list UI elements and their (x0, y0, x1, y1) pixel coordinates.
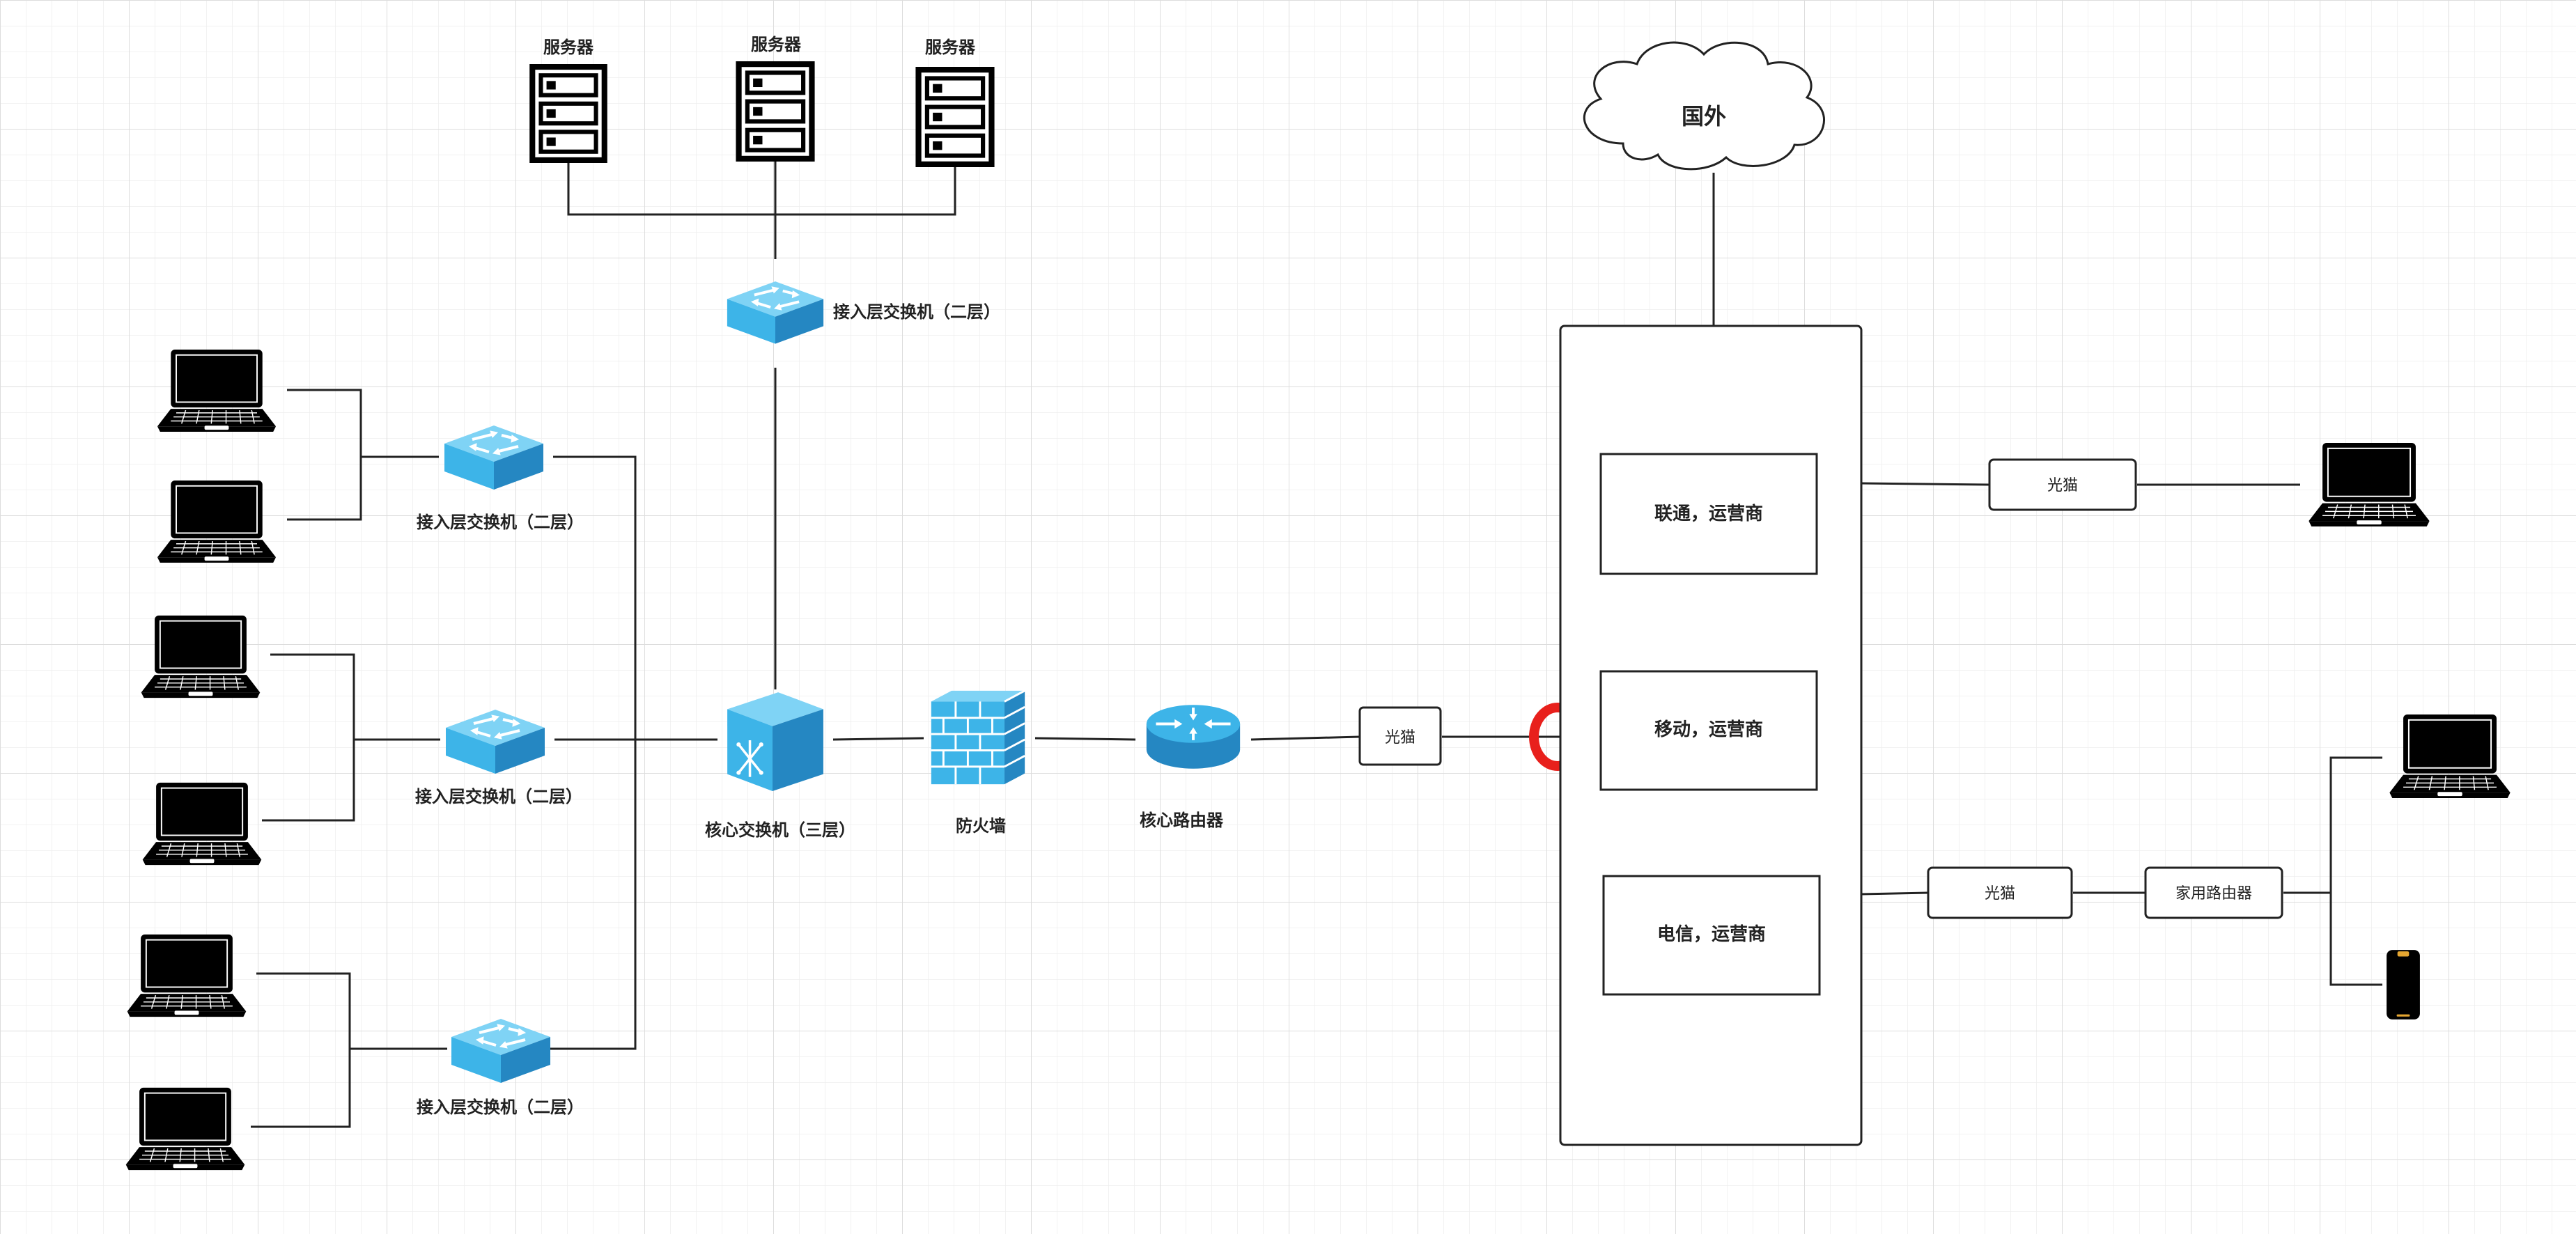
isp-modem-bottom-link (1861, 891, 1929, 896)
isp-unicom-label: 联通，运营商 (1654, 503, 1763, 524)
home-router[interactable]: 家用路由器 (2144, 866, 2283, 919)
cloud-icon (1583, 41, 1825, 171)
home-router-box (2144, 866, 2283, 919)
firewall-icon (930, 689, 1026, 786)
switch-left-3-label: 接入层交换机（二层） (417, 1098, 584, 1117)
modem-right-bottom[interactable]: 光猫 (1927, 866, 2073, 919)
modem-main-label: 光猫 (1385, 729, 1415, 747)
isp-telecom[interactable]: 电信，运营商 (1602, 875, 1821, 996)
modem-main[interactable]: 光猫 (1358, 706, 1442, 766)
isp-mobile-label: 移动，运营商 (1654, 719, 1763, 740)
switch-left-2[interactable]: 接入层交换机（二层） (415, 710, 582, 806)
laptop-icon[interactable] (125, 1086, 246, 1171)
access-bus-link (550, 455, 637, 1050)
router-modem-link (1250, 735, 1360, 741)
laptop-group-2-link (262, 653, 355, 822)
isp-mobile[interactable]: 移动，运营商 (1599, 670, 1818, 791)
laptop-icon[interactable] (156, 480, 277, 563)
laptop-icon[interactable] (2308, 442, 2430, 528)
server-2[interactable]: 服务器 (739, 35, 812, 159)
laptop-icon[interactable] (140, 614, 261, 699)
laptop-group-1-link (287, 389, 362, 521)
switch-left-1-label: 接入层交换机（二层） (417, 513, 584, 532)
connector-lines (251, 162, 2382, 1128)
switch-left-1[interactable]: 接入层交换机（二层） (417, 425, 584, 532)
modem-right-top-box (1988, 458, 2137, 511)
server-3[interactable]: 服务器 (919, 38, 992, 164)
modem-right-top-label: 光猫 (2047, 477, 2078, 494)
laptop-icon[interactable] (141, 781, 263, 866)
isp-telecom-box (1602, 875, 1821, 996)
core-router[interactable]: 核心路由器 (1140, 703, 1242, 830)
modem-right-bottom-box (1927, 866, 2073, 919)
isp-mobile-box (1599, 670, 1818, 791)
switch-left-2-label: 接入层交换机（二层） (415, 787, 582, 806)
server-rack-icon (532, 67, 604, 160)
laptop-icon[interactable] (2389, 713, 2511, 799)
server-1[interactable]: 服务器 (532, 38, 604, 160)
server-1-label: 服务器 (543, 38, 594, 57)
isp-unicom-box (1599, 453, 1818, 575)
firewall-label: 防火墙 (956, 816, 1006, 836)
core-switch-icon (726, 691, 825, 792)
firewall[interactable]: 防火墙 (930, 689, 1026, 836)
core-router-label: 核心路由器 (1140, 811, 1224, 830)
router-icon (1145, 703, 1242, 770)
isp-modem-top-link (1861, 482, 1990, 486)
laptop-icon[interactable] (126, 933, 247, 1018)
laptop-icon[interactable] (156, 349, 277, 432)
switch-top[interactable]: 接入层交换机（二层） (725, 280, 1000, 345)
isp-telecom-label: 电信，运营商 (1657, 923, 1766, 945)
core-switch-label: 核心交换机（三层） (705, 820, 855, 840)
isp-unicom[interactable]: 联通，运营商 (1599, 453, 1818, 575)
switch-left-3[interactable]: 接入层交换机（二层） (417, 1019, 584, 1117)
modem-right-bottom-label: 光猫 (1985, 885, 2015, 903)
smartphone-icon[interactable] (2387, 950, 2420, 1020)
core-switch[interactable]: 核心交换机（三层） (705, 691, 855, 840)
firewall-router-link (1034, 737, 1136, 741)
modem-right-top[interactable]: 光猫 (1988, 458, 2137, 511)
server-rack-icon (739, 64, 812, 159)
server-bus-link (567, 162, 956, 216)
server-rack-icon (919, 70, 992, 164)
switch-top-label: 接入层交换机（二层） (833, 302, 1000, 322)
cloud-abroad-label: 国外 (1682, 103, 1726, 130)
cloud-abroad[interactable]: 国外 (1583, 41, 1825, 171)
home-router-label: 家用路由器 (2175, 885, 2252, 903)
server-3-label: 服务器 (925, 38, 976, 57)
core-firewall-link (832, 737, 924, 741)
server-2-label: 服务器 (751, 35, 802, 54)
laptop-group-3-link (251, 972, 351, 1128)
modem-main-box (1358, 706, 1442, 766)
isp-container: 联通，运营商 移动，运营商 电信，运营商 (1559, 325, 1863, 1146)
